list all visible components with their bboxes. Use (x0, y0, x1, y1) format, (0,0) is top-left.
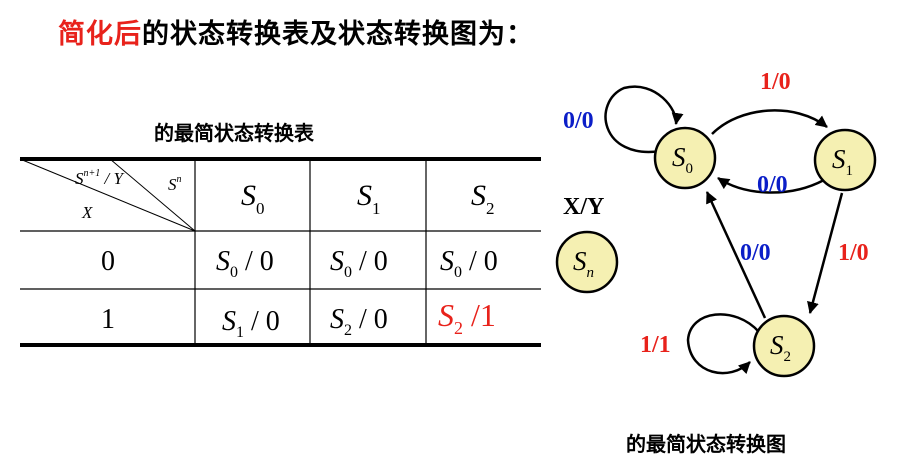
table-cell: S2 / 0 (330, 304, 388, 339)
transition-label-s1-s0: 0/0 (757, 172, 788, 198)
arrow-s2-to-s0 (705, 191, 767, 319)
arrow-s1-to-s0 (717, 176, 825, 194)
table-cell: S0 / 0 (330, 246, 388, 281)
table-cell: S0 / 0 (216, 246, 274, 281)
transition-label-s0-s1: 1/0 (760, 69, 791, 95)
legend-state-label: Sn (573, 246, 594, 281)
table-cell-highlight: S2 /1 (438, 297, 496, 338)
state-diagram: S0 S1 S2 0/0 1/0 0/0 1/0 0/0 1/1 (563, 69, 877, 378)
corner-diagonal (109, 158, 196, 232)
corner-diagonal (19, 158, 196, 232)
state-label-s1: S1 (832, 144, 853, 179)
row-input-1: 1 (101, 304, 115, 335)
corner-input-label: X (81, 203, 93, 222)
state-label-s0: S0 (672, 142, 693, 177)
arrow-s0-self-loop (604, 85, 684, 154)
state-label-s2: S2 (770, 330, 791, 365)
heading-rest: 的状态转换表及状态转换图为： (142, 19, 534, 50)
transition-label-s0-self: 0/0 (563, 108, 594, 134)
legend: X/Y Sn (555, 194, 619, 294)
state-node-s0 (653, 126, 717, 190)
arrow-s1-to-s2 (807, 192, 844, 314)
column-header-s2: S2 (471, 179, 495, 218)
transition-label-s1-s2: 1/0 (838, 240, 869, 266)
diagram-caption: 的最简状态转换图 (626, 432, 786, 456)
table-cell: S1 / 0 (222, 306, 280, 341)
table-cell: S0 / 0 (440, 246, 498, 281)
table-caption: 的最简状态转换表 (154, 121, 314, 145)
state-table: Sn+1 / Y Sn X S0 S1 S2 0 S0 / 0 S0 / 0 S… (19, 157, 541, 347)
arrow-s2-self-loop (686, 313, 760, 375)
column-header-s0: S0 (241, 179, 265, 218)
legend-state-circle (555, 230, 619, 294)
heading-highlight: 简化后 (58, 19, 142, 50)
state-node-s1 (813, 128, 877, 192)
transition-label-s2-self: 1/1 (640, 332, 671, 358)
corner-present-state-label: Sn (168, 174, 182, 194)
page-heading: 简化后的状态转换表及状态转换图为： (58, 12, 534, 51)
corner-next-state-label: Sn+1 / Y (75, 168, 124, 188)
transition-label-s2-s0: 0/0 (740, 240, 771, 266)
column-header-s1: S1 (357, 179, 381, 218)
state-node-s2 (752, 314, 816, 378)
arrow-s0-to-s1 (711, 109, 828, 135)
row-input-0: 0 (101, 246, 115, 277)
legend-label: X/Y (563, 194, 604, 220)
